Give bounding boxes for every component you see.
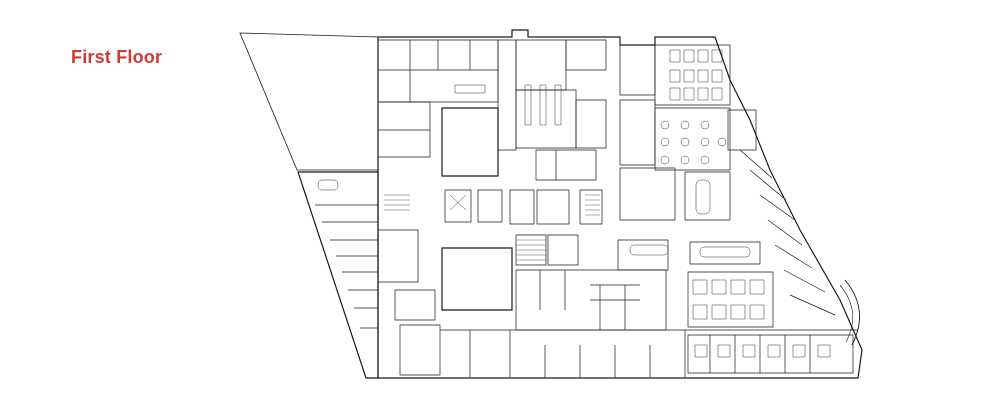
furniture	[318, 50, 830, 357]
exterior-walls	[240, 30, 862, 378]
floor-title: First Floor	[71, 47, 163, 67]
entrance-canopy	[845, 280, 860, 345]
interior-walls	[315, 40, 858, 378]
